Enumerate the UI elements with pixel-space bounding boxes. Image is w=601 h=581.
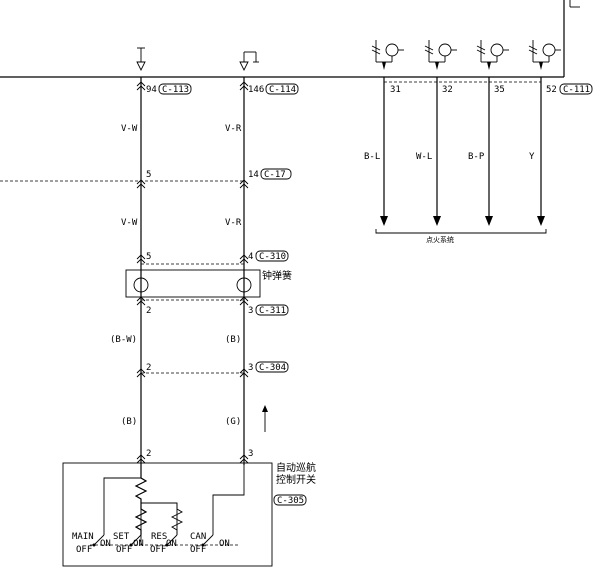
- wire-label-b-2: (B): [121, 417, 137, 427]
- pin-14: 14: [248, 170, 259, 180]
- ign-pin-52: 52: [546, 85, 557, 95]
- switch-main-off: OFF: [76, 545, 92, 555]
- switch-set-off: OFF: [116, 545, 132, 555]
- pin-146: 146: [248, 85, 264, 95]
- switch-main-on: ON: [100, 539, 111, 549]
- ign-wire-wl: W-L: [416, 152, 432, 162]
- ign-wire-bp: B-P: [468, 152, 485, 162]
- pin-5b: 5: [146, 252, 151, 262]
- wire-label-g: (G): [225, 417, 241, 427]
- switch-main-label: MAIN: [72, 532, 94, 542]
- code-c304: C-304: [255, 361, 289, 373]
- ignition-driver-2: [424, 40, 457, 70]
- code-c114: C-114: [265, 83, 299, 95]
- wire-label-vw-2: V-W: [121, 218, 138, 228]
- cruise-switch-box: [62, 462, 273, 567]
- code-c305: C-305: [273, 494, 307, 506]
- wire-label-vw-1: V-W: [121, 124, 138, 134]
- pin-3b: 3: [248, 363, 253, 373]
- ign-wire-y: Y: [529, 152, 535, 162]
- wire-label-vr-1: V-R: [225, 124, 242, 134]
- switch-res-off: OFF: [150, 545, 166, 555]
- svg-text:C-304: C-304: [259, 363, 286, 373]
- pin-3a: 3: [248, 306, 253, 316]
- ecu-outline: [0, 0, 580, 78]
- ground-symbol-right: [239, 51, 259, 72]
- current-arrow: [262, 405, 268, 432]
- switch-res-on: ON: [166, 539, 177, 549]
- pin-94: 94: [146, 85, 157, 95]
- svg-text:C-305: C-305: [277, 496, 304, 506]
- ignition-wires: [375, 77, 547, 234]
- ign-pin-35: 35: [494, 85, 505, 95]
- code-c311: C-311: [255, 304, 289, 316]
- ignition-driver-1: [371, 40, 404, 70]
- code-c310: C-310: [255, 250, 289, 262]
- switch-can-on: ON: [219, 539, 230, 549]
- cruise-switch-title-2: 控制开关: [276, 473, 316, 486]
- pin-2a: 2: [146, 306, 151, 316]
- svg-text:C-113: C-113: [162, 85, 189, 95]
- switch-can-off: OFF: [190, 545, 206, 555]
- pin-4: 4: [248, 252, 253, 262]
- wire-label-b-1: (B): [225, 335, 241, 345]
- switch-can-label: CAN: [190, 532, 206, 542]
- svg-text:C-114: C-114: [269, 85, 296, 95]
- clock-spring: [125, 269, 261, 298]
- ignition-driver-4: [528, 40, 561, 70]
- ignition-driver-3: [476, 40, 509, 70]
- svg-text:C-17: C-17: [264, 170, 286, 180]
- pin-3c: 3: [248, 449, 253, 459]
- switch-res-label: RES: [151, 532, 167, 542]
- code-c113: C-113: [158, 83, 192, 95]
- cruise-switch-title-1: 自动巡航: [276, 461, 316, 474]
- svg-text:C-310: C-310: [259, 252, 286, 262]
- ignition-system-label: 点火系统: [426, 235, 454, 244]
- switch-set-label: SET: [113, 532, 130, 542]
- clock-spring-label: 钟弹簧: [262, 269, 292, 282]
- switch-set-on: ON: [133, 539, 144, 549]
- connector-marks-left: [136, 81, 146, 464]
- code-c111: C-111: [559, 83, 593, 95]
- svg-text:C-111: C-111: [563, 85, 590, 95]
- wire-label-vr-2: V-R: [225, 218, 242, 228]
- wire-label-bw: (B-W): [110, 335, 137, 345]
- ign-wire-bl: B-L: [364, 152, 380, 162]
- code-c17: C-17: [260, 168, 292, 180]
- svg-text:C-311: C-311: [259, 306, 286, 316]
- pin-2b: 2: [146, 363, 151, 373]
- ign-pin-32: 32: [442, 85, 453, 95]
- pin-2c: 2: [146, 449, 151, 459]
- ground-symbol-left: [136, 47, 146, 72]
- pin-5a: 5: [146, 170, 151, 180]
- ign-pin-31: 31: [390, 85, 401, 95]
